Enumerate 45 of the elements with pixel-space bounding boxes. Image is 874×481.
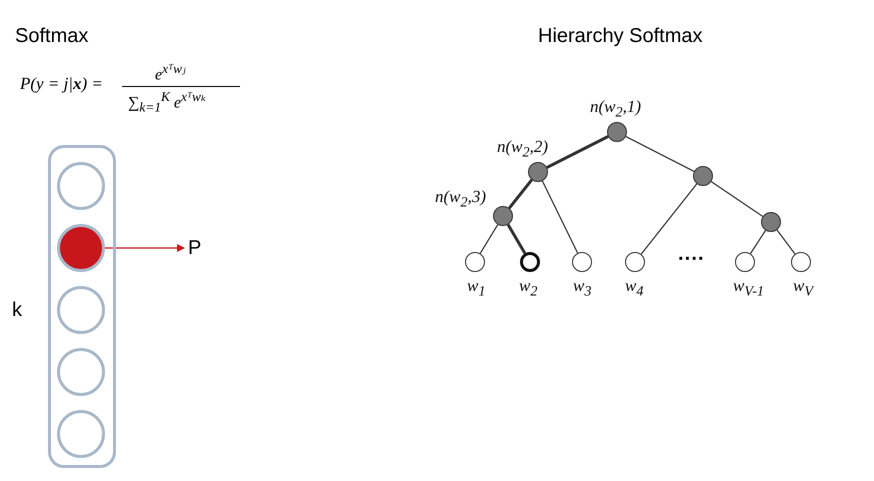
tree-edge [542,180,578,254]
inner-node-circle [528,162,548,182]
node-label: w$_{V}$ [793,277,813,299]
tree-edge [508,178,533,210]
tree-edge [776,230,796,254]
tree-edge [480,224,498,254]
leaf-node-circle [625,252,645,272]
tree-edge [506,224,526,254]
neuron-circle [57,162,105,210]
inner-node-circle [607,122,627,142]
leaf-node-circle [520,252,540,272]
inner-node-circle [761,212,781,232]
node-label: w$_{V-1}$ [733,277,764,299]
neuron-circle [57,224,105,272]
tree-edge [626,136,694,172]
node-label: n(w$_{2}$,3) [435,188,486,210]
heading: Hierarchy Softmax [538,26,702,46]
layer-column [48,145,116,468]
tree-edge [640,183,698,255]
neuron-circle [57,286,105,334]
heading: Softmax [15,26,88,46]
formula-numerator: e$^{xᵀwⱼ}$ [155,62,186,84]
leaf-node-circle [465,252,485,272]
node-label: w$_{2}$ [519,277,538,299]
ellipsis: ···· [678,249,705,269]
tree-edge [750,230,766,254]
node-label: w$_{1}$ [467,277,486,299]
leaf-node-circle [572,252,592,272]
neuron-circle [57,348,105,396]
inner-node-circle [693,166,713,186]
node-label: w$_{4}$ [625,277,644,299]
node-label: n(w$_{2}$,2) [497,138,548,160]
neuron-circle [57,410,105,458]
node-label: w$_{3}$ [573,277,592,299]
tree-edge [546,135,609,169]
dimension-label: k [12,300,22,320]
inner-node-circle [493,206,513,226]
output-label: P [188,238,202,258]
leaf-node-circle [791,252,811,272]
leaf-node-circle [735,252,755,272]
node-label: n(w$_{2}$,1) [590,98,641,120]
arrow [105,244,185,252]
formula-denominator: ∑$_{k=1}$$^{K}$ e$^{xᵀwₖ}$ [128,90,206,114]
tree-edge [710,181,764,217]
formula-left-side: P(y = j|x) = [20,75,103,92]
